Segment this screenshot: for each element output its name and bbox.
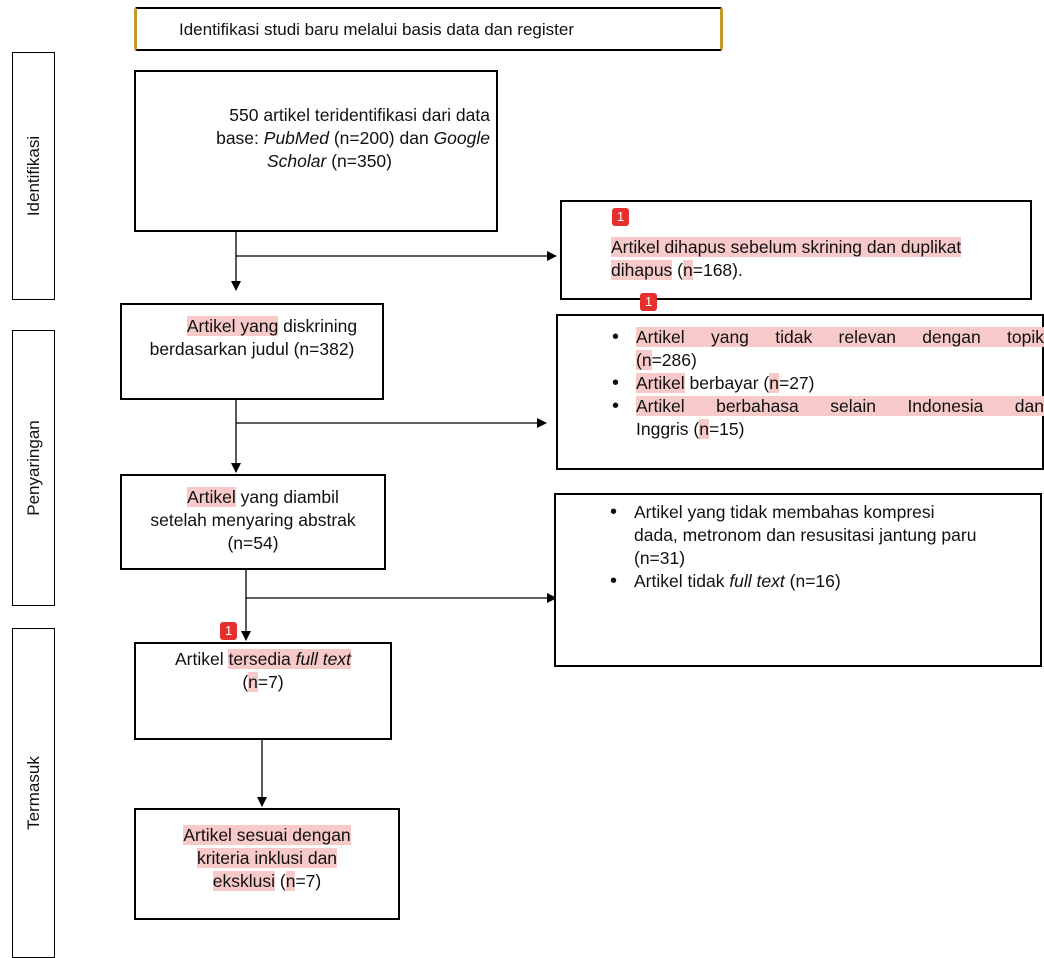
list-item: Artikel berbayar (n=27): [604, 372, 1044, 395]
excluded-item-part: n: [641, 350, 652, 370]
header-box: Identifikasi studi baru melalui basis da…: [134, 7, 723, 51]
excluded-item-part: Inggris (: [636, 419, 700, 439]
removed-text-part: =168).: [692, 260, 743, 280]
fulltext-text-part: full text: [295, 649, 352, 669]
fulltext-text-part: (: [242, 672, 249, 692]
identification-text-part: (n=350): [326, 151, 392, 171]
screened-text-part: Artikel yang: [186, 316, 279, 336]
included-line3: eksklusi (n=7): [136, 870, 398, 893]
abstract-box: Artikel yang diambil setelah menyaring a…: [120, 474, 386, 570]
excluded-abstract-item1-line2: dada, metronom dan resusitasi jantung pa…: [634, 525, 977, 545]
excluded-abstract-part: Artikel tidak: [634, 571, 730, 591]
screened-text-part: diskrining: [278, 316, 358, 336]
list-item: Artikel yang tidak membahas kompresi dad…: [602, 501, 1042, 570]
included-text-part: =7): [295, 871, 322, 891]
removed-text-part: n: [683, 260, 693, 280]
screened-text: Artikel yang diskrining berdasarkan judu…: [122, 315, 382, 361]
identification-text: 550 artikel teridentifikasi dari data ba…: [150, 104, 490, 173]
removed-text: Artikel dihapus sebelum skrining dan dup…: [611, 236, 962, 282]
list-item: Artikel berbahasa selain Indonesia dan I…: [604, 395, 1044, 441]
annotation-badge: 1: [612, 208, 630, 226]
excluded-abstract-box: Artikel yang tidak membahas kompresi dad…: [554, 493, 1042, 667]
included-text-part: n: [285, 871, 296, 891]
excluded-item-part: n: [769, 373, 779, 393]
fulltext-box: 1 Artikel tersedia full text (n=7): [134, 622, 392, 740]
list-item: Artikel tidak full text (n=16): [602, 570, 1042, 593]
fulltext-line1: Artikel tersedia full text: [136, 648, 390, 671]
excluded-abstract-item1-line3: (n=31): [634, 548, 686, 568]
list-item: Artikel yang tidak relevan dengan topik …: [604, 326, 1044, 372]
scholar-name: Scholar: [266, 151, 327, 171]
included-line2-text: kriteria inklusi dan: [196, 848, 338, 868]
abstract-text-part: yang diambil: [235, 487, 339, 507]
fulltext-text-part: tersedia: [228, 649, 296, 669]
excluded-item-part: Artikel: [636, 373, 685, 393]
abstract-line2: setelah menyaring abstrak: [150, 510, 356, 530]
excluded-item-part: (: [636, 350, 642, 370]
excluded-item-part: n: [699, 419, 709, 439]
annotation-badge: 1: [640, 293, 658, 311]
identification-box: 550 artikel teridentifikasi dari data ba…: [134, 70, 498, 232]
included-line2: kriteria inklusi dan: [136, 847, 398, 870]
stage-identifikasi-label: Identifikasi: [23, 135, 43, 217]
screened-box: Artikel yang diskrining berdasarkan judu…: [120, 303, 384, 400]
included-text-part: eksklusi: [212, 871, 276, 891]
screened-line2: berdasarkan judul (n=382): [149, 339, 355, 359]
google-name: Google: [433, 128, 490, 148]
included-text-part: (: [275, 871, 286, 891]
included-text: Artikel sesuai dengan kriteria inklusi d…: [136, 824, 398, 893]
identification-line1: 550 artikel teridentifikasi dari data: [229, 105, 490, 125]
abstract-text-part: Artikel: [187, 487, 236, 507]
excluded-abstract-item1-line1: Artikel yang tidak membahas kompresi: [634, 502, 935, 522]
excluded-item-part: =286): [651, 350, 697, 370]
abstract-text: Artikel yang diambil setelah menyaring a…: [122, 486, 384, 555]
fulltext-text-part: Artikel: [174, 649, 229, 669]
stage-penyaringan: Penyaringan: [12, 330, 55, 606]
abstract-line1: Artikel yang diambil: [122, 486, 384, 509]
annotation-badge: 1: [220, 622, 238, 640]
identification-text-part: base:: [216, 128, 264, 148]
stage-identifikasi: Identifikasi: [12, 52, 55, 300]
excluded-item-part: berbayar (: [684, 373, 770, 393]
excluded-item3-text: Artikel berbahasa selain Indonesia dan: [636, 396, 1044, 416]
excluded-item-part: =27): [778, 373, 815, 393]
fulltext-text-part: =7): [257, 672, 284, 692]
identification-text-part: (n=200) dan: [328, 128, 434, 148]
stage-termasuk: Termasuk: [12, 628, 55, 958]
screened-line1: Artikel yang diskrining: [122, 315, 382, 338]
included-box: Artikel sesuai dengan kriteria inklusi d…: [134, 808, 400, 920]
abstract-line3: (n=54): [227, 533, 279, 553]
removed-line2: dihapus (n=168).: [611, 259, 961, 282]
stage-termasuk-label: Termasuk: [23, 756, 43, 830]
excluded-item1-text: Artikel yang tidak relevan dengan topik: [636, 327, 1044, 347]
included-line1-text: Artikel sesuai dengan: [183, 825, 351, 845]
removed-text-part: (: [672, 260, 684, 280]
pubmed-name: PubMed: [263, 128, 329, 148]
fulltext-text-part: n: [248, 672, 258, 692]
removed-line1: Artikel dihapus sebelum skrining dan dup…: [611, 236, 962, 259]
excluded-box: 1 Artikel yang tidak relevan dengan topi…: [556, 293, 1044, 470]
included-line1: Artikel sesuai dengan: [136, 824, 398, 847]
excluded-item-part: =15): [708, 419, 745, 439]
stage-penyaringan-label: Penyaringan: [23, 420, 43, 516]
excluded-abstract-part: full text: [729, 571, 785, 591]
excluded-abstract-part: (n=16): [784, 571, 841, 591]
identification-line2: base: PubMed (n=200) dan Google: [150, 127, 490, 150]
removed-text-part: dihapus: [611, 260, 673, 280]
fulltext-line2: (n=7): [136, 671, 390, 694]
identification-line3: Scholar (n=350): [150, 150, 490, 173]
removed-box: 1 Artikel dihapus sebelum skrining dan d…: [560, 200, 1032, 300]
fulltext-text: Artikel tersedia full text (n=7): [136, 648, 390, 694]
removed-line1-text: Artikel dihapus sebelum skrining dan dup…: [611, 237, 962, 257]
excluded-list: Artikel yang tidak relevan dengan topik …: [604, 326, 1044, 441]
excluded-abstract-list: Artikel yang tidak membahas kompresi dad…: [602, 501, 1042, 593]
header-title: Identifikasi studi baru melalui basis da…: [179, 20, 574, 39]
